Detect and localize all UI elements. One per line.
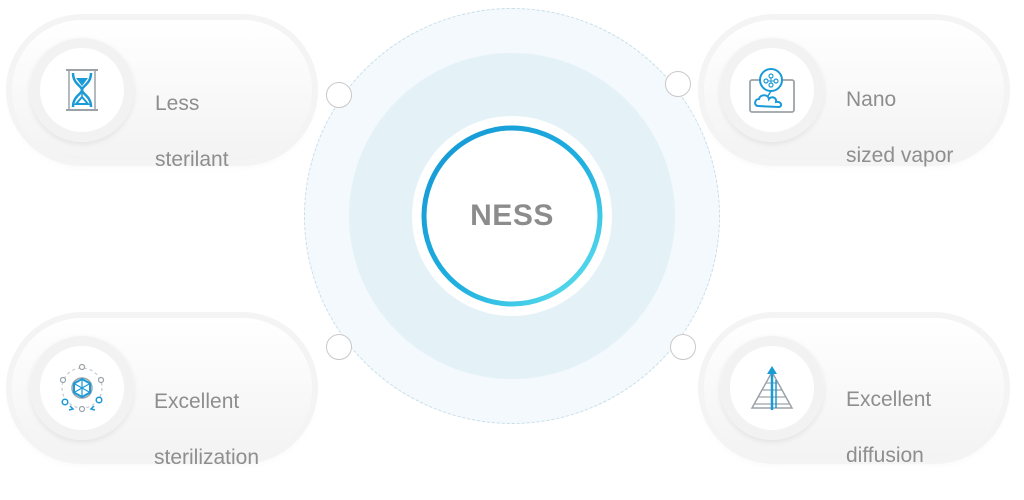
center-title: NESS bbox=[470, 199, 554, 232]
feature-label: Nano sized vapor bbox=[846, 88, 954, 167]
connector-top-right bbox=[665, 71, 691, 97]
connector-bottom-right bbox=[670, 334, 696, 360]
hourglass-icon bbox=[30, 38, 134, 142]
feature-label: Excellent sterilization bbox=[154, 390, 260, 469]
feature-nano-vapor: Nano sized vapor bbox=[704, 20, 1004, 167]
feature-label: Excellent diffusion bbox=[846, 388, 932, 467]
inner-circle bbox=[412, 116, 612, 316]
feature-excellent-sterilization: Excellent sterilization bbox=[12, 318, 312, 469]
ness-diagram: NESS Less sterilant bbox=[12, 8, 1004, 469]
feature-excellent-diffusion: Excellent diffusion bbox=[704, 318, 1004, 467]
nano-vapor-icon bbox=[720, 38, 824, 142]
feature-less-sterilant: Less sterilant bbox=[12, 20, 312, 171]
connector-bottom-left bbox=[326, 334, 352, 360]
sterilization-cycle-icon bbox=[30, 336, 134, 440]
connector-top-left bbox=[326, 82, 352, 108]
feature-label: Less sterilant bbox=[155, 92, 229, 171]
center-gradient-ring bbox=[421, 125, 603, 307]
pyramid-diffusion-icon bbox=[720, 336, 824, 440]
